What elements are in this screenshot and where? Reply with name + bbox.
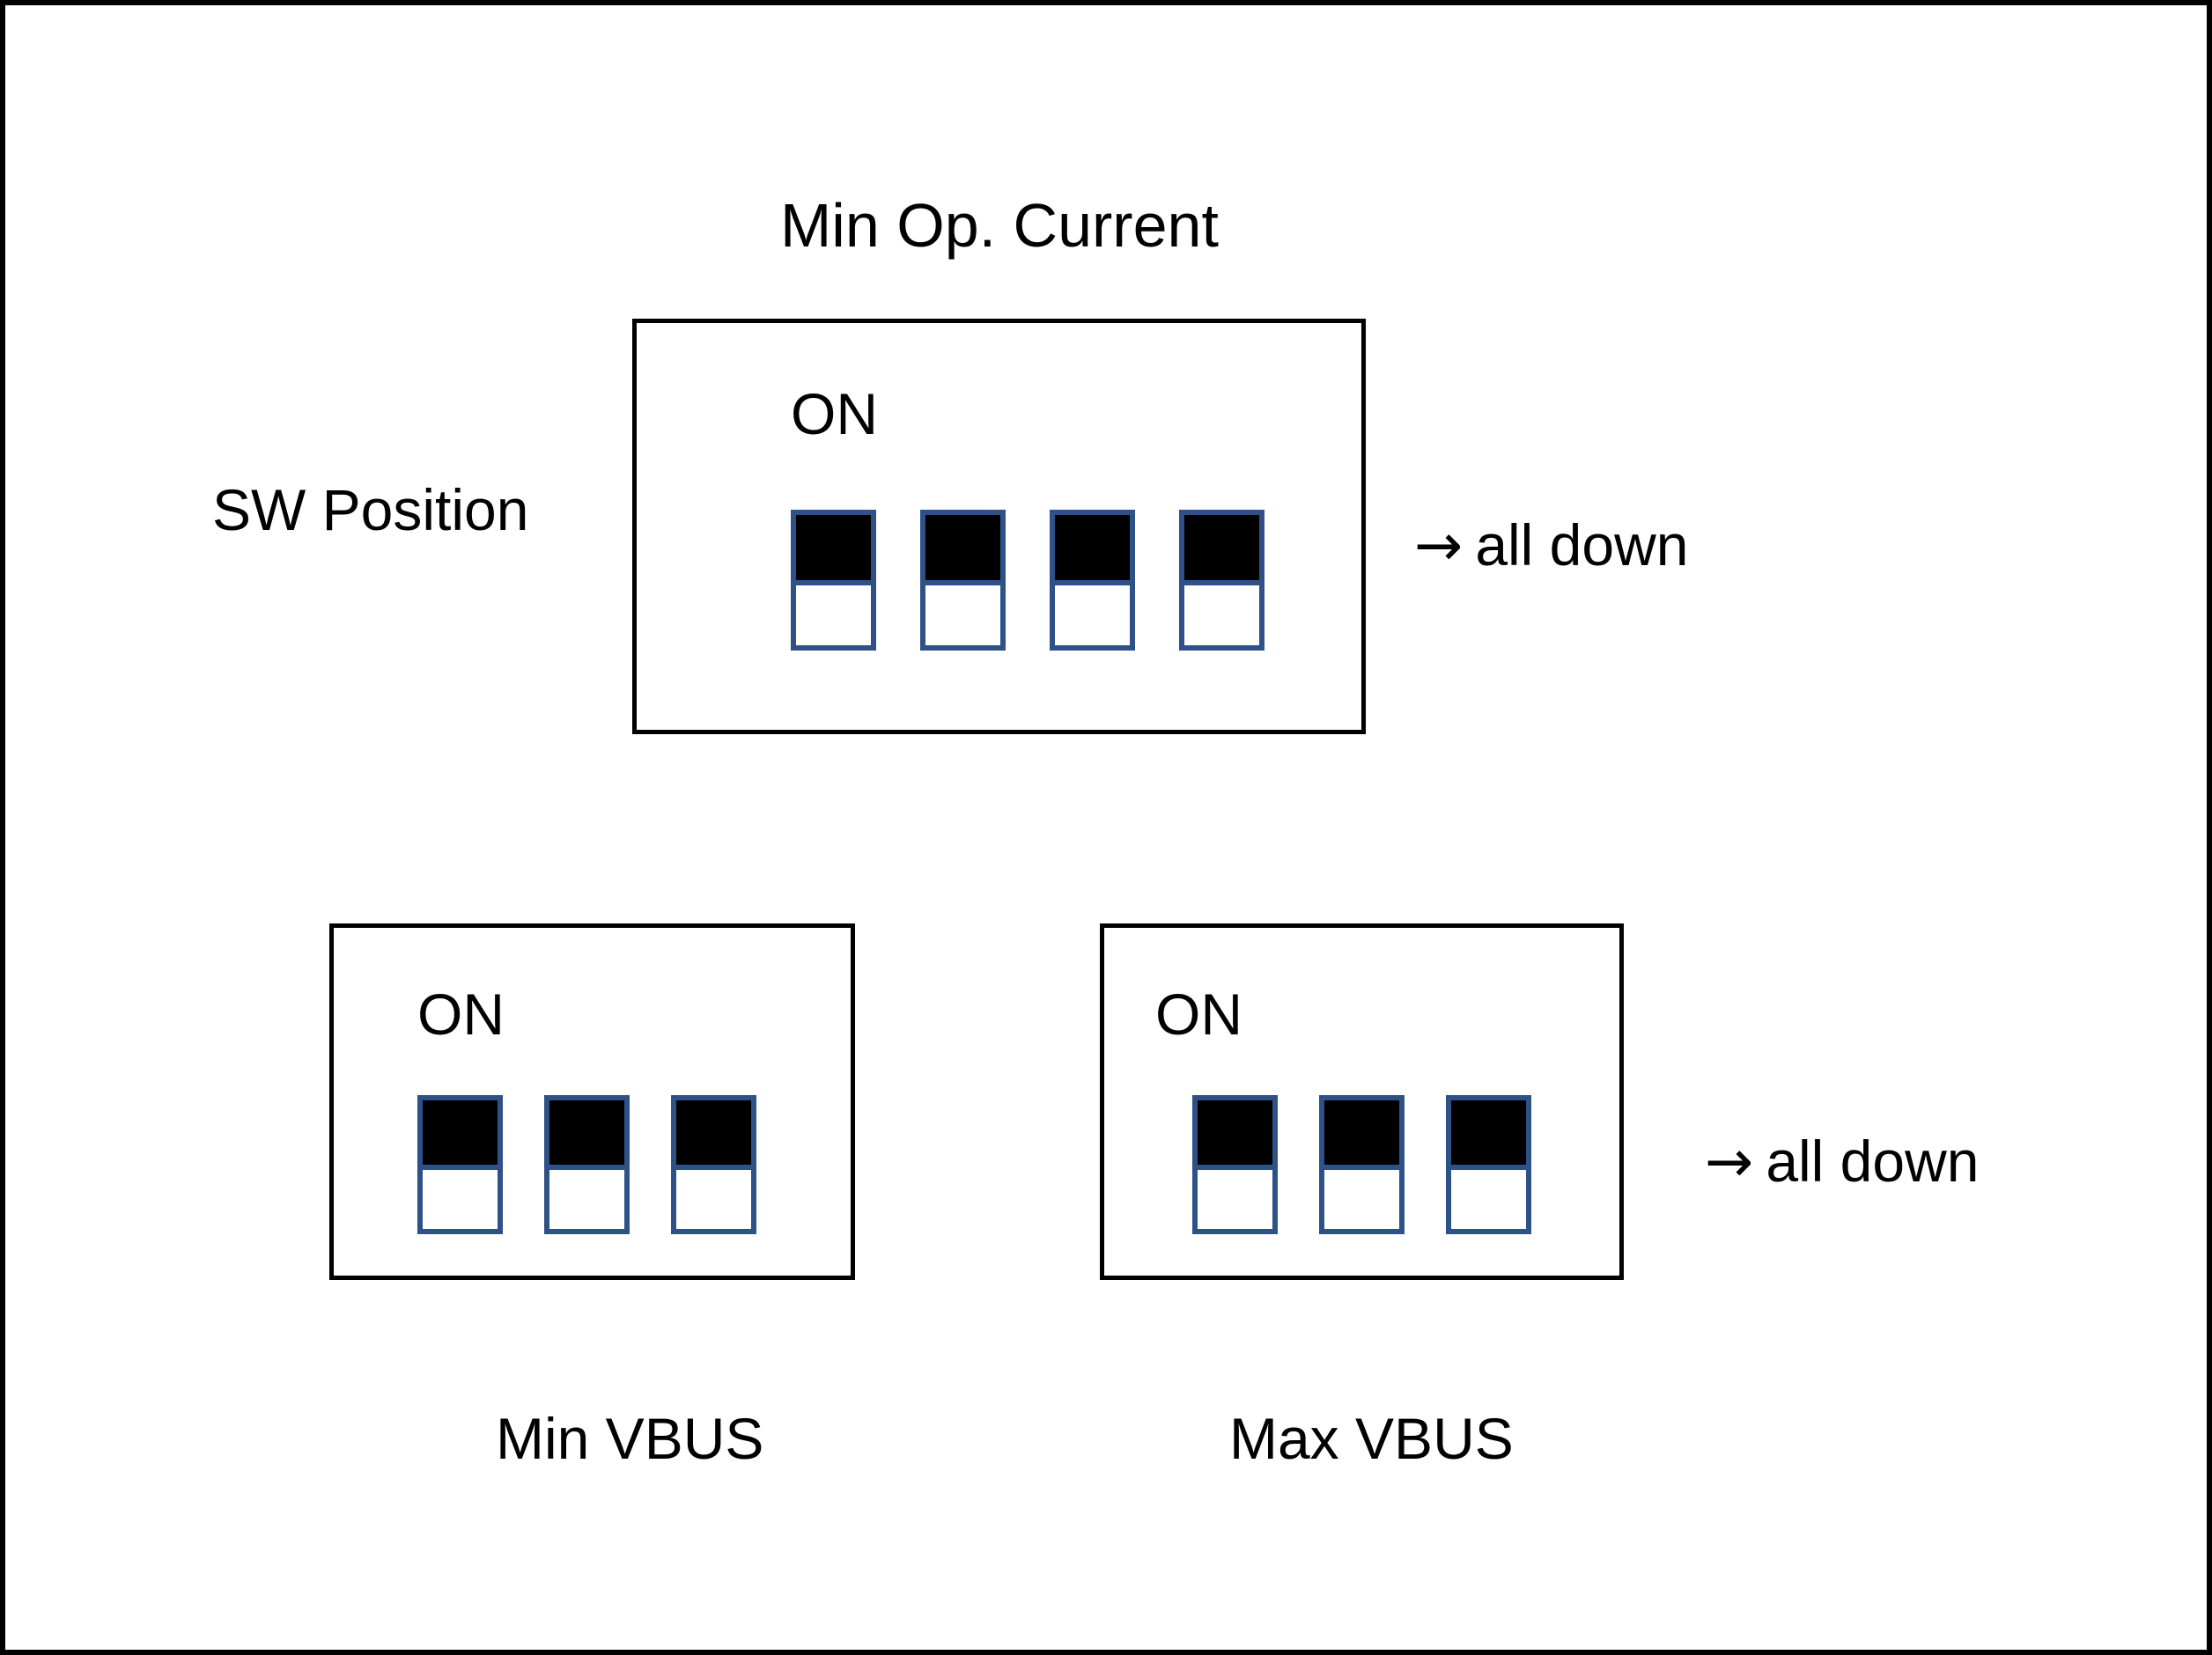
dip-switch-min-vbus-3-top: [676, 1100, 751, 1165]
label-sw-position: SW Position: [212, 477, 529, 542]
dip-switch-2-top: [925, 515, 1000, 580]
dip-switch-max-vbus-3[interactable]: [1446, 1095, 1531, 1234]
dip-switch-1-bottom: [796, 580, 871, 645]
dip-switch-max-vbus-3-bottom: [1451, 1165, 1526, 1229]
dip-switch-1-top: [796, 515, 871, 580]
switch-block-min-op-current[interactable]: ON: [632, 319, 1366, 734]
dip-switch-3-bottom: [1055, 580, 1130, 645]
dip-switch-min-vbus-1-top: [423, 1100, 498, 1165]
on-label-max-vbus: ON: [1155, 982, 1242, 1047]
annotation-max-vbus: →all down: [1705, 1132, 1979, 1191]
dip-switch-2[interactable]: [920, 510, 1006, 651]
annotation-min-op-current-text: all down: [1475, 512, 1689, 577]
dip-switch-min-vbus-1-bottom: [423, 1165, 498, 1229]
dip-switch-min-vbus-3[interactable]: [671, 1095, 756, 1234]
title-min-op-current: Min Op. Current: [780, 191, 1219, 260]
dip-switch-max-vbus-2-bottom: [1324, 1165, 1399, 1229]
annotation-max-vbus-text: all down: [1766, 1129, 1980, 1194]
annotation-min-op-current: →all down: [1414, 516, 1688, 575]
dip-switch-3[interactable]: [1050, 510, 1135, 651]
on-label-min-vbus: ON: [417, 982, 505, 1047]
dip-switch-max-vbus-1-bottom: [1198, 1165, 1272, 1229]
dip-switch-min-vbus-2[interactable]: [544, 1095, 630, 1234]
switch-row-max-vbus[interactable]: [1192, 1095, 1531, 1234]
dip-switch-3-top: [1055, 515, 1130, 580]
dip-switch-max-vbus-2-top: [1324, 1100, 1399, 1165]
dip-switch-1[interactable]: [791, 510, 876, 651]
arrow-right-icon: →: [1414, 511, 1464, 579]
dip-switch-max-vbus-1[interactable]: [1192, 1095, 1278, 1234]
switch-block-min-vbus[interactable]: ON: [329, 923, 855, 1280]
dip-switch-4-top: [1184, 515, 1259, 580]
caption-min-vbus: Min VBUS: [496, 1406, 764, 1471]
dip-switch-max-vbus-2[interactable]: [1319, 1095, 1405, 1234]
dip-switch-min-vbus-1[interactable]: [417, 1095, 503, 1234]
dip-switch-min-vbus-3-bottom: [676, 1165, 751, 1229]
dip-switch-4-bottom: [1184, 580, 1259, 645]
dip-switch-4[interactable]: [1179, 510, 1265, 651]
switch-row-min-vbus[interactable]: [417, 1095, 756, 1234]
switch-row-min-op-current[interactable]: [791, 510, 1265, 651]
dip-switch-min-vbus-2-top: [549, 1100, 624, 1165]
caption-max-vbus: Max VBUS: [1229, 1406, 1514, 1471]
dip-switch-2-bottom: [925, 580, 1000, 645]
arrow-right-icon-2: →: [1705, 1128, 1754, 1195]
on-label-min-op-current: ON: [791, 381, 878, 446]
dip-switch-min-vbus-2-bottom: [549, 1165, 624, 1229]
switch-block-max-vbus[interactable]: ON: [1100, 923, 1624, 1280]
dip-switch-max-vbus-1-top: [1198, 1100, 1272, 1165]
dip-switch-max-vbus-3-top: [1451, 1100, 1526, 1165]
